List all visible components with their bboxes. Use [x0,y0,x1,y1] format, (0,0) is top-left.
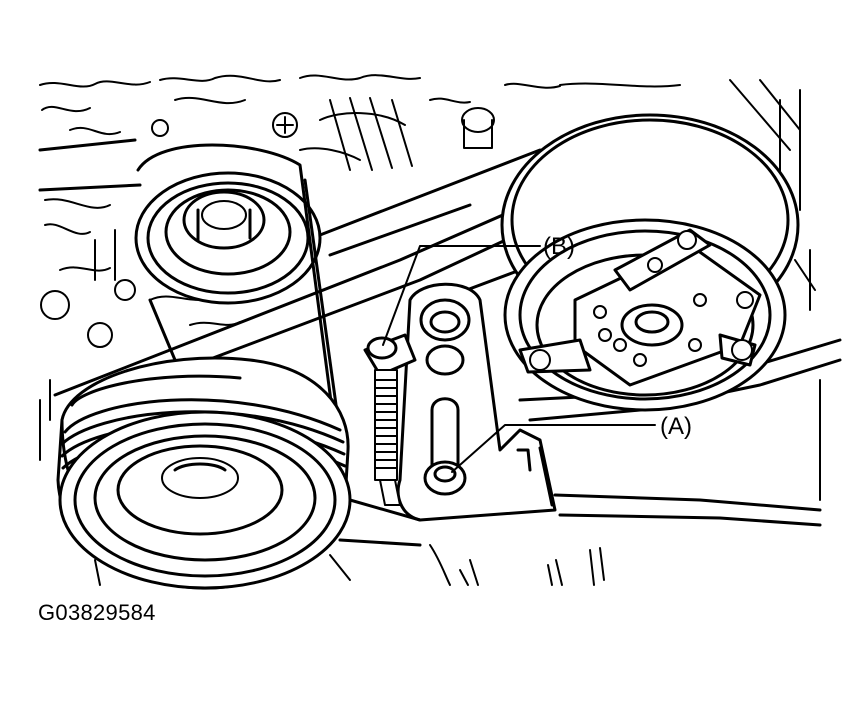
figure-id: G03829584 [38,600,156,625]
callout-label-a: (A) [660,413,692,440]
alternator-pulley [134,171,322,305]
callout-label-b: (B) [543,233,575,260]
callout-leaders [382,245,656,473]
tensioner-bracket [396,282,557,522]
adjusting-bolt-b [363,333,417,506]
engine-lower-details [94,379,822,586]
compressor-pulley [500,113,800,412]
crankshaft-pulley [56,356,352,590]
